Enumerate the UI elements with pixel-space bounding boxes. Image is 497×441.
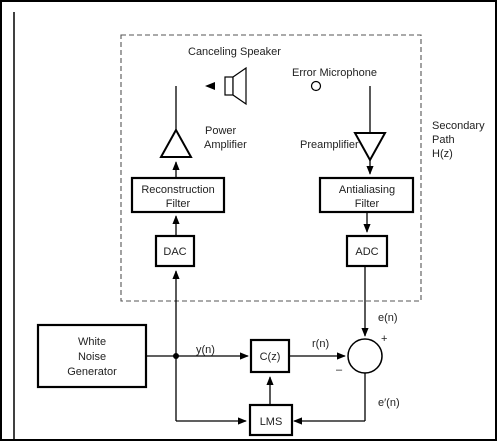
secondary-path-label-2: Path	[432, 134, 455, 146]
cz-label: C(z)	[260, 351, 281, 363]
speaker-icon	[224, 66, 247, 106]
lms-box	[248, 403, 294, 437]
power-amplifier-triangle	[159, 127, 193, 158]
plus-sign: +	[381, 333, 387, 345]
summing-junction	[347, 338, 383, 374]
e-n-label: e(n)	[378, 312, 398, 324]
secondary-path-label-3: H(z)	[432, 148, 453, 160]
y-n-label: y(n)	[196, 344, 215, 356]
secondary-path-boundary	[120, 34, 422, 302]
secondary-path-label-1: Secondary	[432, 120, 485, 132]
error-microphone-label: Error Microphone	[292, 67, 377, 79]
power-amplifier-label-1: Power	[205, 125, 237, 137]
antialiasing-filter-label-2: Filter	[355, 198, 380, 210]
antialiasing-filter-label-1: Antialiasing	[339, 184, 395, 196]
dac-box	[154, 234, 196, 268]
white-noise-generator-box	[36, 323, 148, 389]
white-noise-label-3: Generator	[67, 366, 117, 378]
preamplifier-triangle	[353, 132, 387, 163]
r-n-label: r(n)	[312, 338, 329, 350]
dac-label: DAC	[163, 246, 186, 258]
adc-box	[345, 234, 389, 268]
microphone-icon	[310, 80, 322, 92]
adc-label: ADC	[355, 246, 378, 258]
canceling-speaker-label: Canceling Speaker	[188, 46, 281, 58]
reconstruction-filter-label-2: Filter	[166, 198, 191, 210]
white-noise-label-1: White	[78, 336, 106, 348]
e-prime-n-label: e′(n)	[378, 397, 400, 409]
reconstruction-filter-label-1: Reconstruction	[141, 184, 214, 196]
minus-sign: –	[336, 364, 343, 376]
speaker-arrow-icon	[205, 82, 215, 90]
power-amplifier-label-2: Amplifier	[204, 139, 247, 151]
reconstruction-filter-box	[130, 176, 226, 214]
white-noise-label-2: Noise	[78, 351, 106, 363]
cz-filter-box	[249, 338, 291, 374]
preamplifier-label: Preamplifier	[300, 139, 359, 151]
lms-label: LMS	[260, 416, 283, 428]
antialiasing-filter-box	[318, 176, 415, 214]
